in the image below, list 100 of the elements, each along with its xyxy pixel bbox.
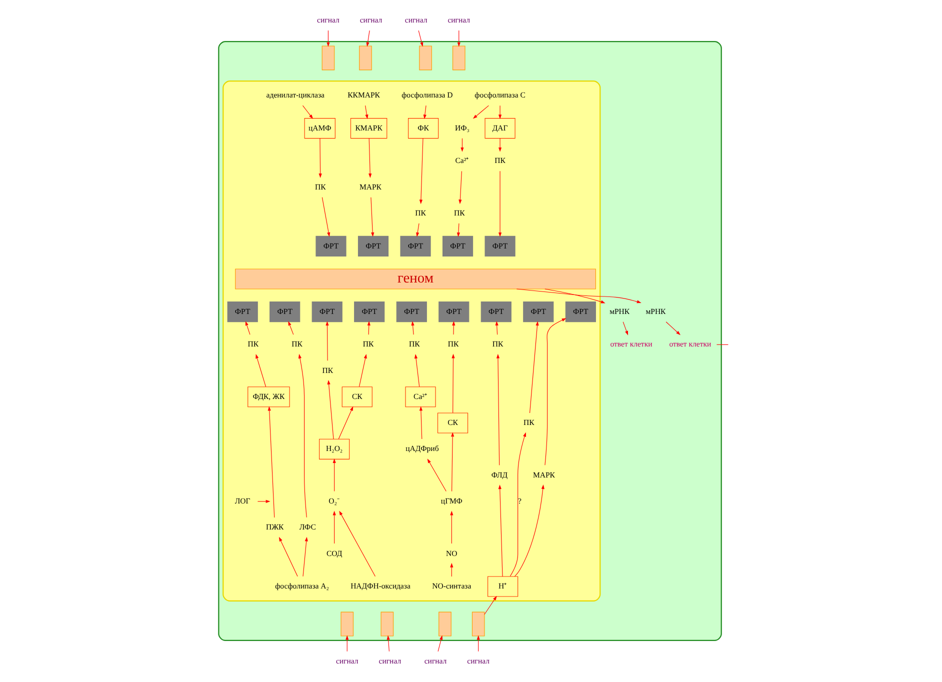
node-bar <box>380 612 394 636</box>
connector <box>716 344 728 345</box>
arrow <box>325 321 328 361</box>
node-text: мРНК <box>645 306 666 316</box>
arrow <box>665 322 680 336</box>
node-text: сигнал <box>316 15 339 24</box>
node-text: МАРК <box>532 470 554 480</box>
node-text: МАРК <box>358 182 381 192</box>
node-text: сигнал <box>466 656 490 666</box>
arrow <box>476 635 480 652</box>
node-box: ФРТ <box>315 236 346 256</box>
edge-label: ? <box>518 496 522 506</box>
node-box: ФРТ <box>269 302 300 322</box>
arrow <box>437 635 442 652</box>
arrow <box>452 321 455 335</box>
node-box: цАМФ <box>304 118 335 139</box>
node-text: сигнал <box>335 656 358 666</box>
node-bar <box>438 612 451 636</box>
arrow <box>458 171 462 204</box>
node-text: фосфолипаза D <box>401 90 452 100</box>
node-text: NO-синтаза <box>432 582 471 591</box>
node-box: ФРТ <box>564 302 596 322</box>
arrow <box>496 354 500 466</box>
arrow <box>298 354 306 518</box>
node-text: ЛФС <box>298 522 316 532</box>
node-text: цАДФриб <box>405 444 438 454</box>
node-box: ФК <box>408 118 438 139</box>
arrow <box>332 510 336 544</box>
node-box: H⁺ <box>487 576 518 597</box>
arrow <box>451 354 454 414</box>
node-box: ФРТ <box>480 302 511 322</box>
arrow <box>318 138 322 178</box>
arrow <box>278 536 298 577</box>
arrow <box>368 138 372 178</box>
node-text: ККМАРК <box>347 90 380 100</box>
arrow <box>370 197 374 237</box>
arrow <box>345 635 348 652</box>
node-box: ФРТ <box>357 236 388 256</box>
arrow <box>326 30 330 47</box>
node-text: ПК <box>314 182 326 192</box>
arrow <box>418 406 422 440</box>
arrow <box>302 105 313 119</box>
arrow <box>267 406 274 518</box>
arrow <box>544 288 605 304</box>
node-text: сигнал <box>359 15 382 24</box>
arrow <box>528 321 538 414</box>
arrow <box>256 500 270 503</box>
arrow <box>288 321 294 335</box>
node-text: фосфолипаза A₂ <box>274 582 329 591</box>
node-box: ФРТ <box>522 302 554 322</box>
arrow <box>410 321 414 335</box>
arrow <box>450 562 453 577</box>
node-box: ФРТ <box>354 302 384 322</box>
node-text: СОД <box>326 548 342 558</box>
arrow <box>498 138 502 152</box>
node-text: Ca²⁺ <box>454 156 469 166</box>
node-box: ФРТ <box>484 236 515 256</box>
arrow <box>338 510 375 577</box>
arrow <box>338 406 353 440</box>
node-text: NO <box>446 548 457 558</box>
arrow <box>426 458 446 492</box>
node-bar <box>340 612 354 636</box>
arrow <box>332 458 336 492</box>
node-text: ПК <box>454 208 464 218</box>
node-text: ПК <box>247 340 258 349</box>
arrow <box>472 105 488 119</box>
node-text: сигнал <box>378 656 401 666</box>
node-text: цГМФ <box>440 496 462 506</box>
node-box: ФРТ <box>442 236 473 256</box>
node-text: ответ клетки <box>668 340 711 349</box>
node-box: ДАГ <box>484 118 515 139</box>
node-bar <box>418 46 432 70</box>
node-box: ФРТ <box>438 302 469 322</box>
node-text: сигнал <box>404 15 427 24</box>
node-text: ПК <box>414 208 426 218</box>
arrow <box>302 536 308 577</box>
arrow <box>484 596 496 615</box>
node-text: ПК <box>447 340 458 349</box>
node-text: мРНК <box>609 306 630 316</box>
node-text: ответ клетки <box>610 340 652 349</box>
arrow <box>244 321 250 335</box>
arrow <box>366 30 370 47</box>
node-text: фосфолипаза C <box>474 90 525 100</box>
arrow <box>255 354 266 388</box>
arrow <box>321 197 330 237</box>
node-box: ФРТ <box>400 236 430 256</box>
arrow <box>364 105 368 120</box>
node-text: ПК <box>523 418 534 428</box>
arrow <box>622 322 628 336</box>
arrow <box>358 354 366 388</box>
node-text: ПК <box>322 366 333 375</box>
arrow <box>494 321 498 335</box>
node-text: O₂⁻ <box>328 496 340 506</box>
arrow <box>514 484 544 577</box>
node-text: сигнал <box>447 15 470 24</box>
node-box: H₂O₂ <box>318 438 350 460</box>
arrow <box>450 432 454 492</box>
node-text: ПК <box>362 340 374 349</box>
node-box: ФРТ <box>396 302 426 322</box>
arrow <box>456 223 460 237</box>
